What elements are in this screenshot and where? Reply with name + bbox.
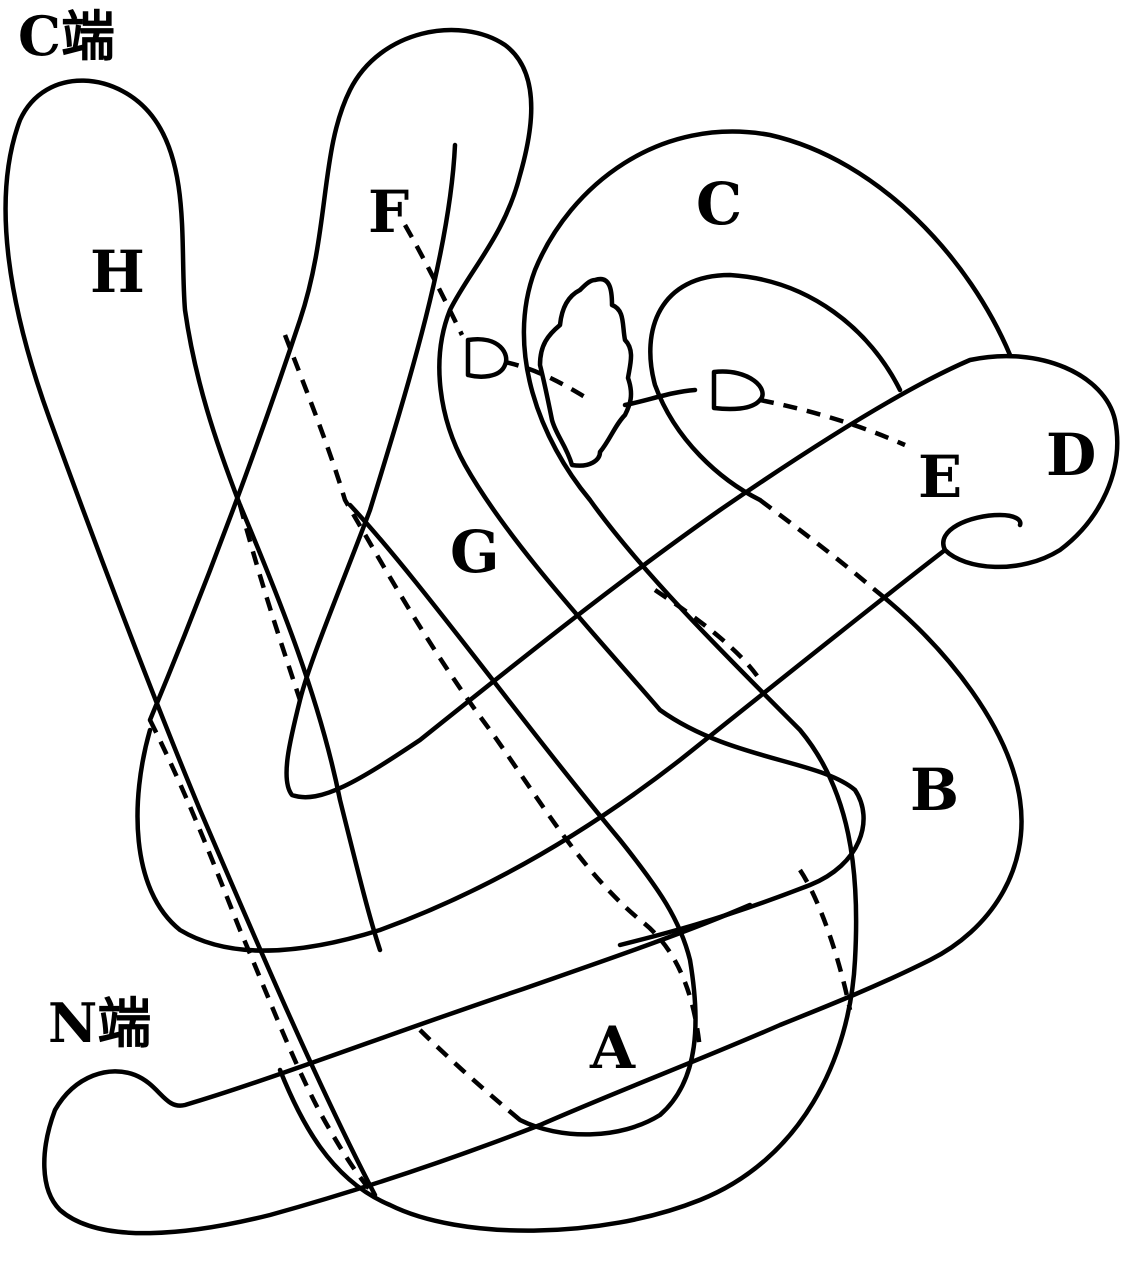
helix-g-back-segment bbox=[237, 504, 303, 701]
helix-label-h: H bbox=[90, 238, 145, 306]
helix-g-strand bbox=[284, 142, 1120, 800]
c-terminus-label: C端 bbox=[18, 4, 115, 68]
helix-a-back-lower bbox=[418, 1028, 522, 1122]
helix-c-outline bbox=[277, 129, 1013, 1233]
helix-label-f: F bbox=[368, 178, 409, 246]
histidine-ligand-right bbox=[711, 369, 765, 412]
helix-label-b: B bbox=[910, 756, 959, 824]
helix-b-outline bbox=[42, 587, 1024, 1236]
helix-label-a: A bbox=[589, 1014, 636, 1082]
ligand-link-right-dashed bbox=[759, 397, 906, 448]
ligand-link-right-solid bbox=[622, 387, 698, 408]
helix-h-back-lower bbox=[147, 718, 377, 1197]
helix-label-g: G bbox=[450, 518, 500, 586]
helix-label-d: D bbox=[1046, 421, 1096, 489]
ligand-link-left bbox=[504, 359, 592, 402]
histidine-ligand-left bbox=[465, 336, 509, 379]
helix-label-e: E bbox=[918, 443, 962, 511]
helix-label-c: C bbox=[696, 170, 742, 238]
helix-c-back-segment bbox=[758, 498, 877, 592]
helix-a-back-segment bbox=[798, 868, 853, 1011]
helix-f-outline bbox=[147, 27, 866, 948]
helix-b-back-segment bbox=[653, 588, 762, 682]
helix-a-strand bbox=[135, 547, 948, 953]
helix-g-lower bbox=[347, 502, 698, 1137]
helix-h-outline bbox=[3, 78, 383, 1198]
helix-f-back-segment bbox=[403, 223, 465, 336]
heme-group-shape bbox=[537, 276, 634, 468]
n-terminus-label: N端 bbox=[48, 991, 151, 1055]
helix-h-back-segment bbox=[282, 334, 703, 1051]
helix-d-inner-loop bbox=[648, 272, 903, 503]
